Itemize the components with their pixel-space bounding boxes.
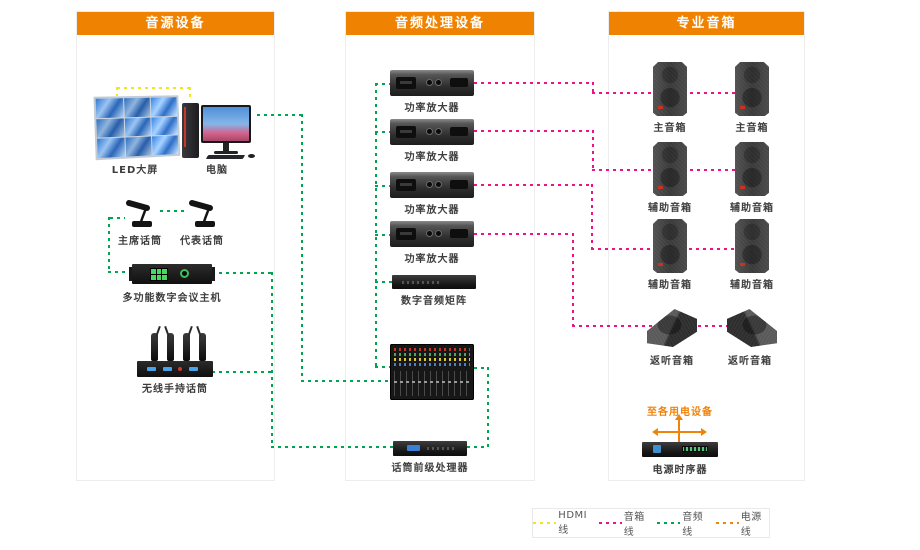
audio-line-segment [487,367,489,448]
audio-line-segment [375,131,390,133]
audio-line-segment [160,210,188,212]
wireless-mic-image [137,330,213,377]
audio-line-segment [271,272,273,448]
speaker-line-segment [592,130,594,171]
device-label: 功率放大器 [404,254,460,265]
device-label: 主席话筒 [118,236,162,247]
delegate-mic-image [189,200,215,227]
power-amp-image [390,221,474,247]
hdmi-line-sample [533,522,557,524]
hdmi-line-segment [189,87,191,101]
power-sequencer-image [642,442,718,457]
chairman-mic-image [126,200,152,227]
aux-speaker-image [653,219,687,273]
speaker-line-segment [474,184,592,186]
power-amp-image [390,70,474,96]
device-label: 代表话筒 [180,236,224,247]
audio-line-segment [375,234,390,236]
legend-label: HDMI线 [558,510,588,536]
device-label: 功率放大器 [404,152,460,163]
aux-speaker-image [735,219,769,273]
audio-line-segment [257,114,303,116]
device-label: 辅助音箱 [730,280,774,291]
device-label: 话筒前级处理器 [391,463,469,474]
power-amp-image [390,172,474,198]
device-label: 无线手持话筒 [142,384,208,395]
legend-item-hdmi: HDMI线 [533,510,594,536]
hdmi-line-segment [116,87,118,96]
speaker-line-segment [572,233,574,327]
device-label: 主音箱 [653,123,687,134]
digital-matrix-image [392,275,476,289]
panel-audio-processing-title: 音频处理设备 [346,12,534,35]
audio-line-segment [108,271,132,273]
power-line-sample [715,522,739,524]
device-label: 电源时序器 [652,465,708,476]
device-label: 数字音频矩阵 [401,296,467,307]
power-arrow [658,431,702,433]
speaker-line-sample [598,522,622,524]
device-label: 电脑 [206,165,228,176]
device-label: 主音箱 [735,123,769,134]
audio-line-segment [467,446,488,448]
audio-line-segment [212,272,272,274]
mic-preamp-image [393,441,467,456]
speaker-line-segment [474,82,594,84]
legend-item-speaker-line: 音箱线 [598,508,653,538]
panel-pro-speakers: 专业音箱 [608,11,805,481]
audio-line-segment [375,366,390,368]
mixer-image [390,344,474,400]
panel-audio-source-title: 音源设备 [77,12,274,35]
device-label: LED大屏 [111,165,159,176]
audio-line-segment [110,217,125,219]
device-label: 辅助音箱 [730,203,774,214]
aux-speaker-image [653,142,687,196]
main-speaker-image [735,62,769,116]
legend-label: 音频线 [682,512,704,538]
device-label: 辅助音箱 [648,203,692,214]
legend-item-power-line: 电源线 [715,508,770,538]
power-note: 至各用电设备 [647,407,713,418]
legend-item-audio-line: 音频线 [657,508,711,538]
arrow-up-icon [675,414,683,420]
power-amp-image [390,119,474,145]
aux-speaker-image [735,142,769,196]
speaker-line-segment [592,82,594,94]
speaker-line-segment [474,233,574,235]
device-label: 返听音箱 [650,356,694,367]
speaker-line-segment [591,184,593,250]
computer-tower [182,103,199,158]
device-label: 多功能数字会议主机 [122,293,222,304]
audio-line-segment [375,83,390,85]
computer-monitor [201,105,251,143]
knob-icon [180,269,189,278]
audio-line-segment [212,371,272,373]
legend-label: 电源线 [740,512,762,538]
keyboard [205,155,246,159]
audio-line-segment [271,446,393,448]
device-label: 辅助音箱 [648,280,692,291]
hdmi-line-segment [117,87,191,89]
arrow-right-icon [701,428,707,436]
speaker-line-segment [474,130,594,132]
audio-line-segment [301,380,390,382]
audio-line-segment [375,185,390,187]
main-speaker-image [653,62,687,116]
audio-line-segment [108,217,110,273]
mouse [248,154,255,158]
device-label: 功率放大器 [404,205,460,216]
audio-line-segment [474,367,489,369]
audio-line-segment [375,281,392,283]
audio-line-segment [375,83,377,368]
audio-line-segment [301,114,303,382]
legend: HDMI线 音箱线 音频线 电源线 [532,508,770,538]
device-label: 功率放大器 [404,103,460,114]
legend-label: 音箱线 [623,512,645,538]
audio-line-sample [657,522,681,524]
led-screen-image [93,95,181,161]
conference-host-image [129,264,215,284]
device-label: 返听音箱 [728,356,772,367]
arrow-left-icon [652,428,658,436]
panel-pro-speakers-title: 专业音箱 [609,12,804,35]
